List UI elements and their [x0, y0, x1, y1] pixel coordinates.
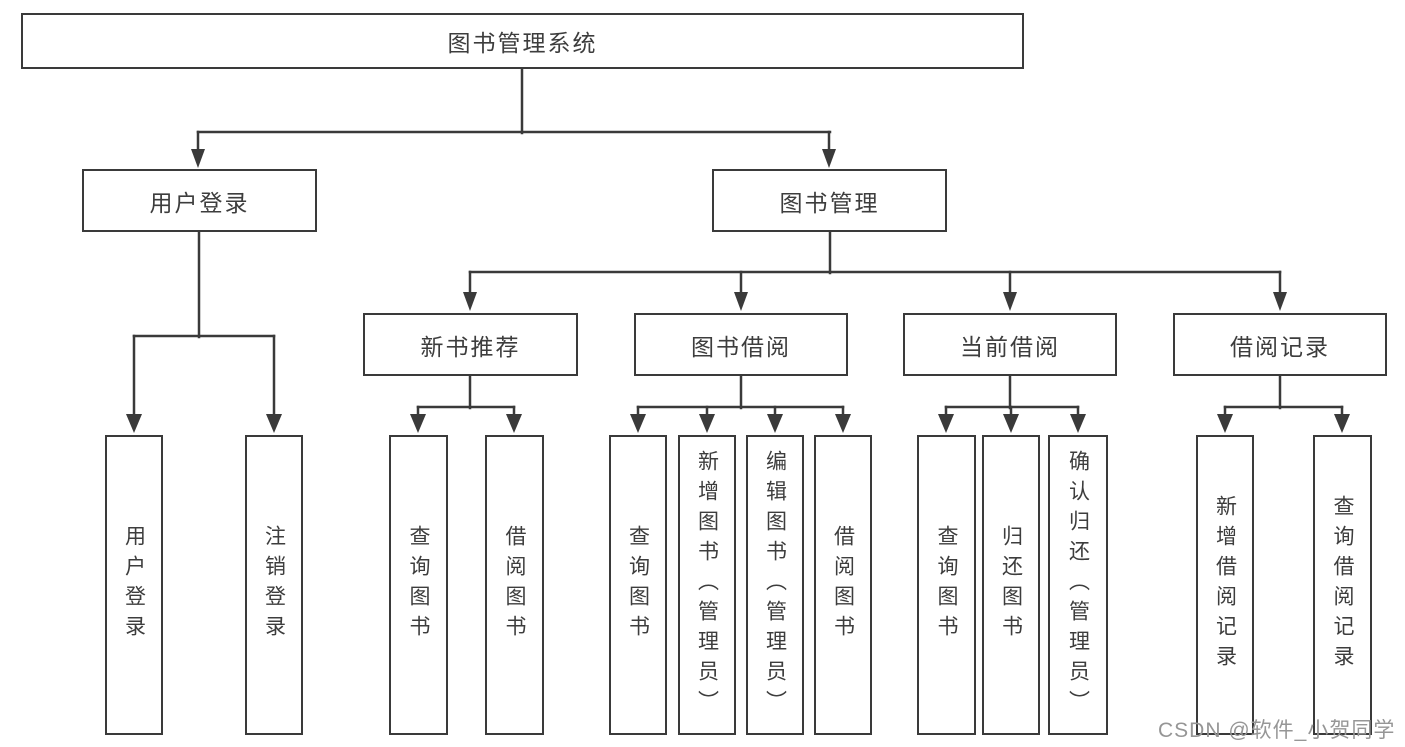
leaf-query-borrow-record: 查询借阅记录 — [1313, 435, 1372, 735]
leaf-confirm-return-admin: 确认归还（管理员） — [1048, 435, 1108, 735]
node-new-book-recommend: 新书推荐 — [363, 313, 578, 376]
leaf-query-book-recommend: 查询图书 — [389, 435, 448, 735]
leaf-query-book-borrow: 查询图书 — [609, 435, 667, 735]
node-current-borrow: 当前借阅 — [903, 313, 1117, 376]
node-user-login: 用户登录 — [82, 169, 317, 232]
leaf-query-book-current: 查询图书 — [917, 435, 976, 735]
leaf-edit-book-admin: 编辑图书（管理员） — [746, 435, 804, 735]
csdn-watermark: CSDN @软件_小贺同学 — [1158, 719, 1396, 742]
leaf-return-book: 归还图书 — [982, 435, 1040, 735]
leaf-borrow-book: 借阅图书 — [814, 435, 872, 735]
leaf-add-borrow-record: 新增借阅记录 — [1196, 435, 1254, 735]
node-book-manage: 图书管理 — [712, 169, 947, 232]
leaf-user-login: 用户登录 — [105, 435, 163, 735]
leaf-logout: 注销登录 — [245, 435, 303, 735]
leaf-add-book-admin: 新增图书（管理员） — [678, 435, 736, 735]
node-borrow-records: 借阅记录 — [1173, 313, 1387, 376]
leaf-borrow-book-recommend: 借阅图书 — [485, 435, 544, 735]
node-book-borrow: 图书借阅 — [634, 313, 848, 376]
node-root-system: 图书管理系统 — [21, 13, 1024, 69]
